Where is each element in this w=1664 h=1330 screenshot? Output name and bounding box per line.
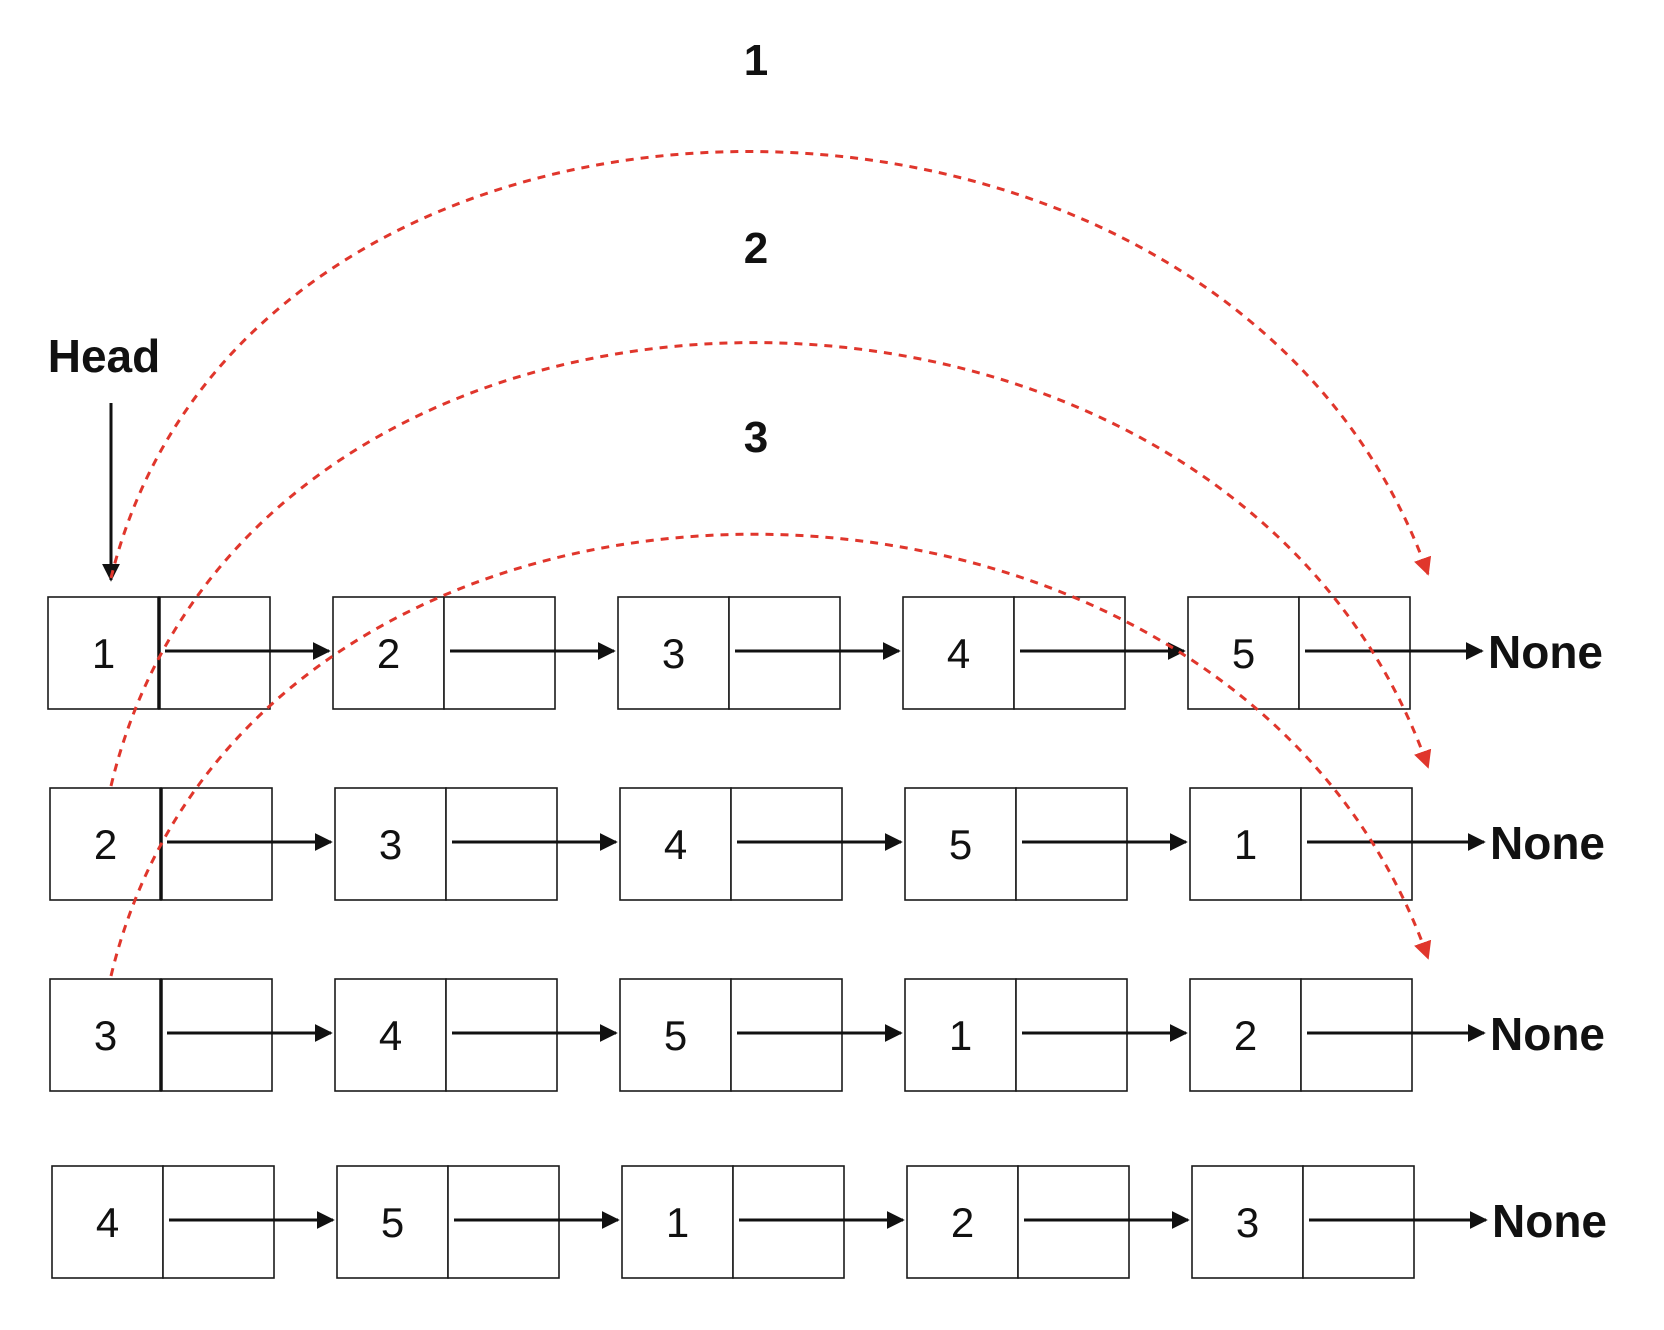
none-label: None xyxy=(1492,1195,1607,1247)
node-value-cell xyxy=(1189,787,1302,901)
list-node: 4 xyxy=(902,596,1126,710)
node-value: 3 xyxy=(662,630,685,677)
node-value-cell xyxy=(1189,978,1302,1092)
node-value: 2 xyxy=(951,1199,974,1246)
node-value: 2 xyxy=(94,821,117,868)
node-value-cell xyxy=(619,978,732,1092)
rotation-arc-path xyxy=(109,532,1432,977)
list-node: 3 xyxy=(617,596,841,710)
none-label: None xyxy=(1488,626,1603,678)
list-node: 4 xyxy=(51,1165,275,1279)
node-value: 1 xyxy=(949,1012,972,1059)
node-value-cell xyxy=(619,787,732,901)
node-pointer-cell xyxy=(1017,1165,1130,1279)
list-node: 5 xyxy=(336,1165,560,1279)
list-node: 5 xyxy=(619,978,843,1092)
none-label: None xyxy=(1490,817,1605,869)
list-node: 3 xyxy=(334,787,558,901)
node-value: 1 xyxy=(92,630,115,677)
list-node: 2 xyxy=(906,1165,1130,1279)
node-value: 2 xyxy=(1234,1012,1257,1059)
list-node: 2 xyxy=(1189,978,1413,1092)
node-value: 5 xyxy=(381,1199,404,1246)
list-node: 3 xyxy=(49,978,273,1092)
list-node: 4 xyxy=(619,787,843,901)
rotation-step-label: 1 xyxy=(744,36,768,85)
node-pointer-cell xyxy=(1015,787,1128,901)
node-value-cell xyxy=(1191,1165,1304,1279)
rotation-arc-2: 2 xyxy=(109,224,1432,787)
node-value-cell xyxy=(904,787,1017,901)
node-value-cell xyxy=(1187,596,1300,710)
list-node: 1 xyxy=(1189,787,1413,901)
none-label: None xyxy=(1490,1008,1605,1060)
node-pointer-cell xyxy=(728,596,841,710)
node-pointer-cell xyxy=(1300,978,1413,1092)
node-value-cell xyxy=(47,596,160,710)
node-pointer-cell xyxy=(445,978,558,1092)
node-value: 4 xyxy=(96,1199,119,1246)
list-node: 3 xyxy=(1191,1165,1415,1279)
rotation-step-label: 2 xyxy=(744,224,768,273)
node-value-cell xyxy=(49,978,162,1092)
node-pointer-cell xyxy=(445,787,558,901)
node-value-cell xyxy=(334,787,447,901)
list-node: 5 xyxy=(1187,596,1411,710)
node-value: 4 xyxy=(664,821,687,868)
node-value-cell xyxy=(49,787,162,901)
node-value: 4 xyxy=(947,630,970,677)
node-pointer-cell xyxy=(1015,978,1128,1092)
list-node: 1 xyxy=(47,596,271,710)
node-value-cell xyxy=(332,596,445,710)
list-node: 1 xyxy=(621,1165,845,1279)
list-row-4: 4 5 1 2 3 None xyxy=(51,1165,1607,1279)
node-pointer-cell xyxy=(160,787,273,901)
node-pointer-cell xyxy=(160,978,273,1092)
list-node: 4 xyxy=(334,978,558,1092)
node-value: 3 xyxy=(379,821,402,868)
node-value: 2 xyxy=(377,630,400,677)
node-pointer-cell xyxy=(732,1165,845,1279)
node-pointer-cell xyxy=(730,978,843,1092)
node-value-cell xyxy=(902,596,1015,710)
rotation-arc-path xyxy=(109,150,1432,579)
list-row-2: 2 3 4 5 1 None xyxy=(49,787,1605,901)
node-value: 5 xyxy=(1232,630,1255,677)
node-pointer-cell xyxy=(730,787,843,901)
list-node: 2 xyxy=(49,787,273,901)
list-node: 1 xyxy=(904,978,1128,1092)
node-pointer-cell xyxy=(162,1165,275,1279)
list-row-3: 3 4 5 1 2 None xyxy=(49,978,1605,1092)
rotation-arc-path xyxy=(109,341,1432,787)
node-value: 4 xyxy=(379,1012,402,1059)
rotation-arc-3: 3 xyxy=(109,413,1432,977)
node-value: 5 xyxy=(664,1012,687,1059)
node-pointer-cell xyxy=(447,1165,560,1279)
node-pointer-cell xyxy=(1298,596,1411,710)
node-pointer-cell xyxy=(1302,1165,1415,1279)
list-node: 5 xyxy=(904,787,1128,901)
node-value-cell xyxy=(906,1165,1019,1279)
list-row-1: 1 2 3 4 5 None xyxy=(47,596,1603,710)
node-value: 1 xyxy=(666,1199,689,1246)
node-value: 1 xyxy=(1234,821,1257,868)
list-node: 2 xyxy=(332,596,556,710)
node-value-cell xyxy=(904,978,1017,1092)
node-pointer-cell xyxy=(158,596,271,710)
node-value: 5 xyxy=(949,821,972,868)
node-value-cell xyxy=(334,978,447,1092)
node-value: 3 xyxy=(1236,1199,1259,1246)
rotation-arc-1: 1 xyxy=(109,36,1432,579)
rotation-step-label: 3 xyxy=(744,413,768,462)
node-value: 3 xyxy=(94,1012,117,1059)
head-label: Head xyxy=(48,330,160,382)
node-pointer-cell xyxy=(443,596,556,710)
node-pointer-cell xyxy=(1013,596,1126,710)
node-value-cell xyxy=(336,1165,449,1279)
